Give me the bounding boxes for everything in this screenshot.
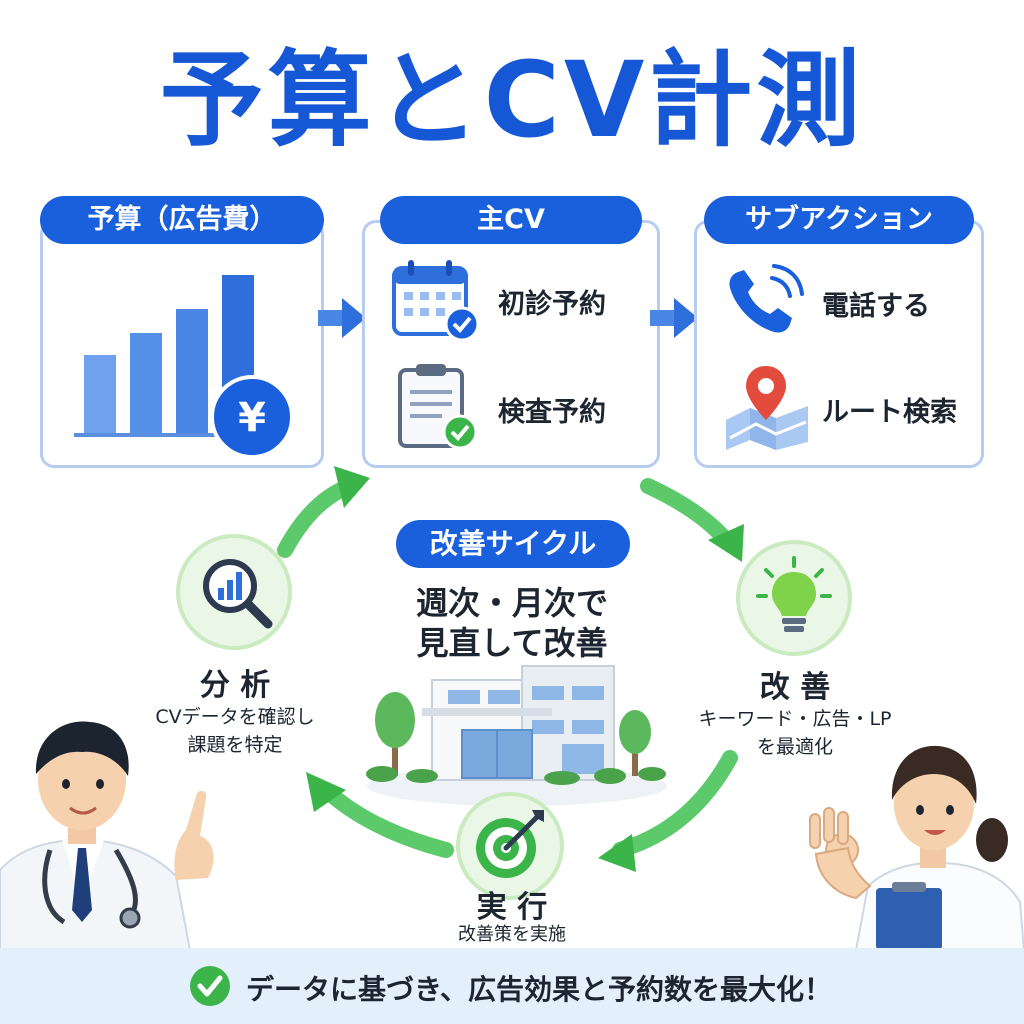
analysis-title: 分 析 (199, 668, 271, 703)
check-circle-icon (190, 966, 230, 1006)
magnifier-chart-icon (203, 559, 273, 629)
sub-action-item-call: 電話する (822, 291, 930, 322)
clinic-building-icon (366, 665, 667, 806)
cycle-center-line1: 週次・月次で (415, 584, 608, 622)
cycle-center-line2: 見直して改善 (416, 624, 608, 662)
calendar-check-icon (392, 260, 480, 342)
target-icon (476, 810, 544, 878)
sub-action-label: サブアクション (704, 196, 974, 244)
footer-banner (0, 948, 1024, 1024)
lightbulb-icon (756, 556, 832, 632)
sub-action-card (694, 220, 984, 468)
main-cv-label: 主CV (380, 196, 642, 244)
doctor-illustration (0, 721, 214, 950)
execute-desc: 改善策を実施 (458, 924, 566, 945)
improve-desc-line1: キーワード・広告・LP (698, 708, 892, 730)
nurse-illustration (809, 745, 1024, 950)
svg-text:¥: ¥ (238, 395, 266, 441)
main-cv-item-exam: 検査予約 (498, 397, 606, 428)
analysis-desc-line1: CVデータを確認し (155, 706, 315, 728)
improve-desc-line2: を最適化 (756, 736, 833, 758)
main-cv-item-first-visit: 初診予約 (498, 289, 606, 320)
arrow-right-icon (318, 298, 366, 338)
page-title: 予算とCV計測 (159, 39, 865, 161)
budget-label: 予算（広告費） (40, 196, 324, 244)
phone-icon (729, 264, 804, 333)
map-pin-icon (726, 366, 808, 450)
execute-title: 実 行 (476, 890, 548, 925)
clipboard-check-icon (398, 364, 478, 450)
arrow-right-icon (650, 298, 698, 338)
footer-text: データに基づき、広告効果と予約数を最大化！ (246, 973, 833, 1006)
cycle-label: 改善サイクル (396, 520, 630, 568)
analysis-desc-line2: 課題を特定 (187, 734, 283, 756)
sub-action-item-route: ルート検索 (822, 397, 957, 428)
improve-title: 改 善 (759, 670, 831, 705)
yen-coin-icon: ¥ (210, 375, 294, 459)
